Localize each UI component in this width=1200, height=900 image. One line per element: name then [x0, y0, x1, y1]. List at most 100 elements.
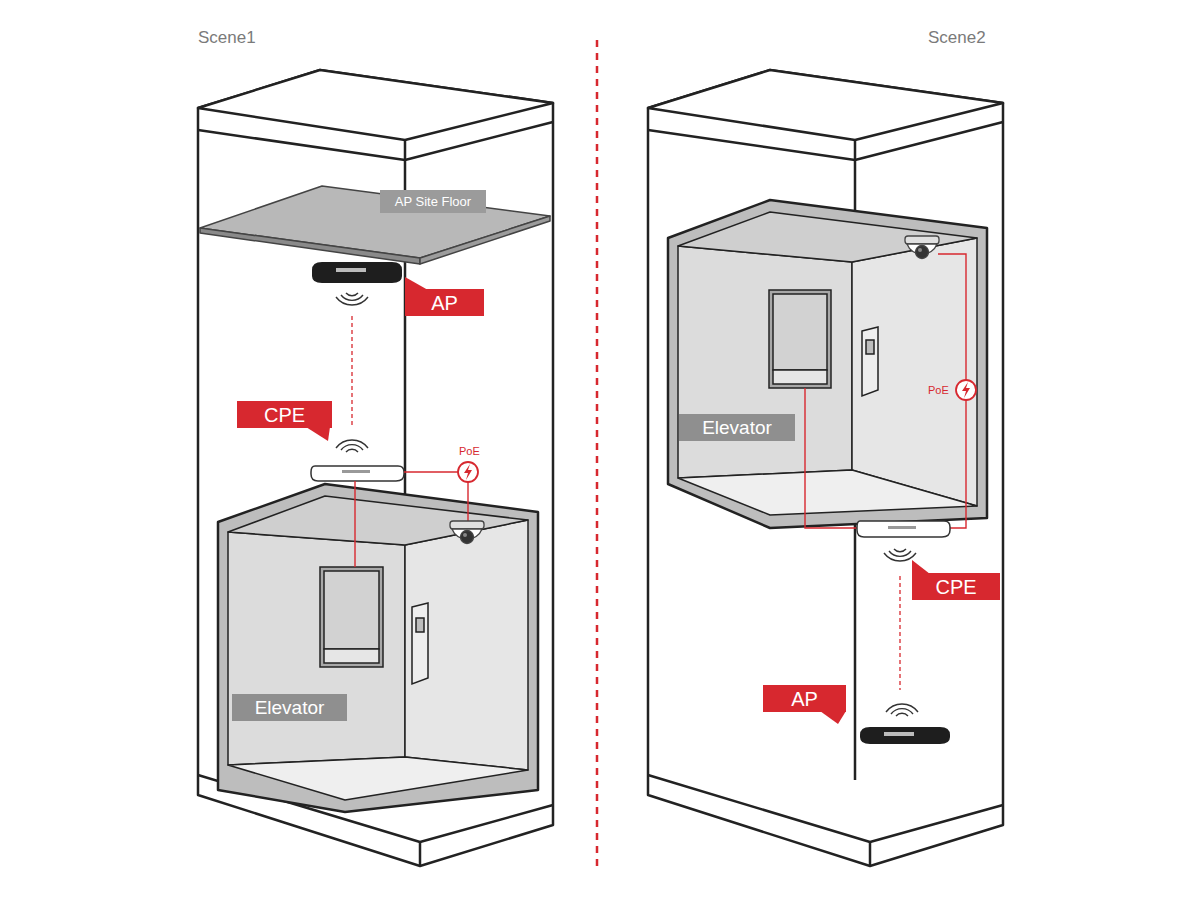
elevator-shaft	[648, 70, 1003, 866]
wifi-signal	[886, 704, 918, 716]
wireless-link	[352, 316, 353, 428]
elevator-window	[773, 294, 827, 370]
ap-site-floor-slab	[200, 228, 420, 264]
elevator-label: Elevator	[232, 694, 347, 721]
cpe-device	[888, 526, 916, 529]
wifi-signal	[889, 551, 911, 556]
wireless-link	[351, 316, 352, 428]
label-text: CPE	[935, 577, 976, 597]
label-text: AP Site Floor	[395, 195, 471, 208]
dome-camera	[916, 246, 929, 259]
control-panel	[862, 327, 878, 396]
elevator-window	[324, 571, 379, 649]
elevator-car	[405, 520, 528, 770]
poe-symbol	[458, 462, 478, 482]
elevator-car	[218, 484, 538, 812]
ap-device	[312, 262, 402, 283]
wifi-signal	[346, 293, 358, 296]
floor-label: AP Site Floor	[380, 190, 486, 213]
elevator-shaft	[648, 775, 1003, 842]
ap-device	[884, 732, 914, 736]
elevator-shaft	[648, 122, 1003, 160]
cpe-device	[857, 521, 950, 537]
elevator-car	[678, 212, 977, 262]
elevator-shaft	[198, 122, 553, 160]
elevator-car	[678, 470, 977, 515]
cpe-device	[311, 466, 404, 481]
wifi-signal	[336, 440, 368, 448]
elevator-shaft	[419, 842, 422, 866]
poe-symbol	[458, 462, 478, 482]
elevator-shaft	[869, 842, 872, 866]
poe-cable	[948, 400, 966, 528]
dome-camera	[905, 236, 939, 244]
ap-callout: AP	[763, 685, 846, 712]
elevator-car	[852, 238, 977, 506]
ap-site-floor-slab	[200, 186, 550, 258]
control-panel	[412, 603, 428, 684]
elevator-car	[228, 757, 528, 800]
wireless-link	[900, 576, 901, 690]
dome-camera	[905, 236, 939, 259]
poe-cable	[805, 254, 966, 528]
dome-camera	[918, 248, 922, 252]
elevator-window	[769, 290, 831, 388]
elevator-window	[320, 567, 383, 667]
label-text: AP	[791, 689, 818, 709]
dome-camera	[450, 521, 484, 544]
elevator-label: Elevator	[679, 414, 795, 441]
scene-divider	[597, 40, 598, 872]
elevator-shaft	[198, 70, 553, 140]
wifi-signal	[341, 295, 363, 300]
ap-callout: AP	[405, 289, 484, 316]
control-panel	[862, 327, 878, 396]
label-text: CPE	[264, 405, 305, 425]
label-text: Elevator	[255, 698, 325, 717]
poe-cable	[355, 472, 468, 567]
wifi-signal	[336, 297, 368, 305]
scene-title: Scene2	[928, 29, 986, 46]
ap-device	[312, 262, 402, 283]
poe-cable	[467, 482, 468, 522]
control-panel	[412, 603, 428, 684]
control-panel	[416, 618, 424, 632]
poe-cable	[354, 481, 355, 567]
wifi-signal	[896, 713, 908, 716]
dome-camera	[450, 521, 484, 529]
wireless-link	[899, 576, 900, 690]
ap-device	[860, 727, 950, 744]
poe-symbol	[962, 382, 970, 398]
wifi-signal	[894, 549, 906, 552]
wifi-signal	[886, 704, 918, 712]
poe-cable	[404, 471, 458, 472]
elevator-shaft	[648, 70, 1003, 140]
ap-device	[336, 268, 366, 272]
wifi-signal	[346, 449, 358, 452]
poe-label: PoE	[928, 385, 949, 396]
poe-label: PoE	[459, 446, 480, 457]
poe-symbol	[956, 380, 976, 400]
elevator-shaft	[198, 70, 553, 866]
wifi-signal	[336, 293, 368, 305]
cpe-callout: CPE	[237, 401, 332, 428]
label-text: Elevator	[702, 418, 772, 437]
wifi-signal	[891, 709, 913, 714]
elevator-window	[773, 370, 827, 384]
callout-tail	[820, 711, 846, 724]
elevator-car	[668, 200, 987, 528]
poe-cable	[805, 388, 857, 528]
wifi-signal	[336, 440, 368, 452]
wifi-signal	[884, 553, 916, 561]
dome-camera	[461, 531, 474, 544]
cpe-device	[857, 521, 950, 537]
scene-divider	[596, 40, 599, 872]
label-text: AP	[431, 293, 458, 313]
scene-title: Scene1	[198, 29, 256, 46]
elevator-car	[228, 532, 405, 765]
elevator-window	[324, 649, 379, 663]
cpe-device	[342, 470, 370, 473]
elevator-car	[218, 484, 538, 812]
